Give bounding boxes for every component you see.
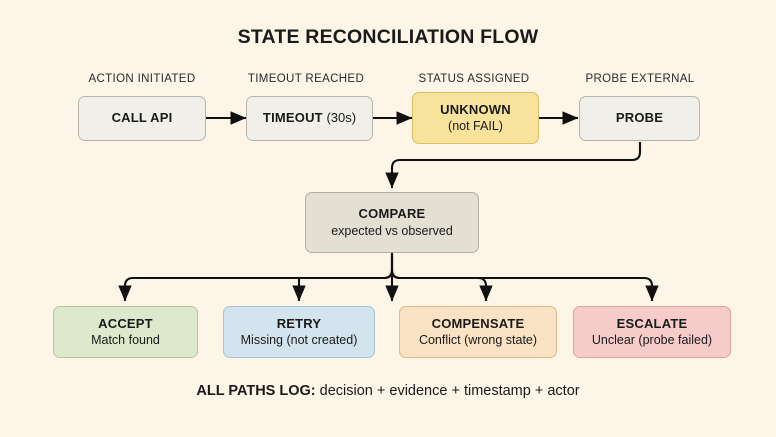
node-accept-title: ACCEPT	[98, 315, 153, 331]
arrow-compare-to-accept	[118, 253, 394, 302]
node-accept-subtitle: Match found	[91, 333, 160, 348]
arrow-compare-to-escalate	[390, 253, 659, 302]
bus-left-segment	[299, 269, 394, 280]
node-unknown[interactable]: UNKNOWN (not FAIL)	[412, 92, 539, 144]
node-escalate-title: ESCALATE	[616, 315, 688, 331]
arrow-compare-to-compensate	[390, 253, 493, 302]
node-timeout[interactable]: TIMEOUT (30s)	[246, 96, 373, 141]
node-compensate-title: COMPENSATE	[431, 315, 525, 331]
node-probe-title: PROBE	[615, 110, 664, 126]
footer-note: ALL PATHS LOG: decision + evidence + tim…	[0, 383, 776, 399]
node-timeout-title: TIMEOUT (30s)	[262, 110, 357, 126]
footer-label: ALL PATHS LOG:	[196, 383, 316, 399]
node-call-api[interactable]: CALL API	[78, 96, 206, 141]
caption-timeout-reached: TIMEOUT REACHED	[247, 73, 365, 85]
node-retry[interactable]: RETRY Missing (not created)	[223, 306, 375, 358]
node-compare[interactable]: COMPARE expected vs observed	[305, 192, 479, 253]
node-compare-title: COMPARE	[358, 206, 426, 222]
node-timeout-suffix: (30s)	[322, 110, 357, 126]
node-unknown-title: UNKNOWN	[440, 101, 511, 117]
footer-text: decision + evidence + timestamp + actor	[315, 383, 580, 399]
arrow-probe-to-compare	[385, 142, 642, 189]
node-compare-subtitle: expected vs observed	[331, 223, 453, 238]
node-unknown-subtitle: (not FAIL)	[448, 119, 503, 134]
node-retry-subtitle: Missing (not created)	[240, 333, 358, 348]
node-escalate[interactable]: ESCALATE Unclear (probe failed)	[573, 306, 731, 358]
node-probe[interactable]: PROBE	[579, 96, 700, 141]
caption-probe-external: PROBE EXTERNAL	[585, 73, 695, 85]
node-compensate[interactable]: COMPENSATE Conflict (wrong state)	[399, 306, 557, 358]
page-title: STATE RECONCILIATION FLOW	[237, 26, 539, 48]
caption-status-assigned: STATUS ASSIGNED	[418, 73, 530, 85]
caption-action-initiated: ACTION INITIATED	[88, 73, 196, 85]
node-escalate-subtitle: Unclear (probe failed)	[591, 333, 713, 348]
node-compensate-subtitle: Conflict (wrong state)	[418, 333, 538, 348]
node-retry-title: RETRY	[276, 315, 322, 331]
node-call-api-title: CALL API	[111, 110, 173, 126]
node-accept[interactable]: ACCEPT Match found	[53, 306, 198, 358]
